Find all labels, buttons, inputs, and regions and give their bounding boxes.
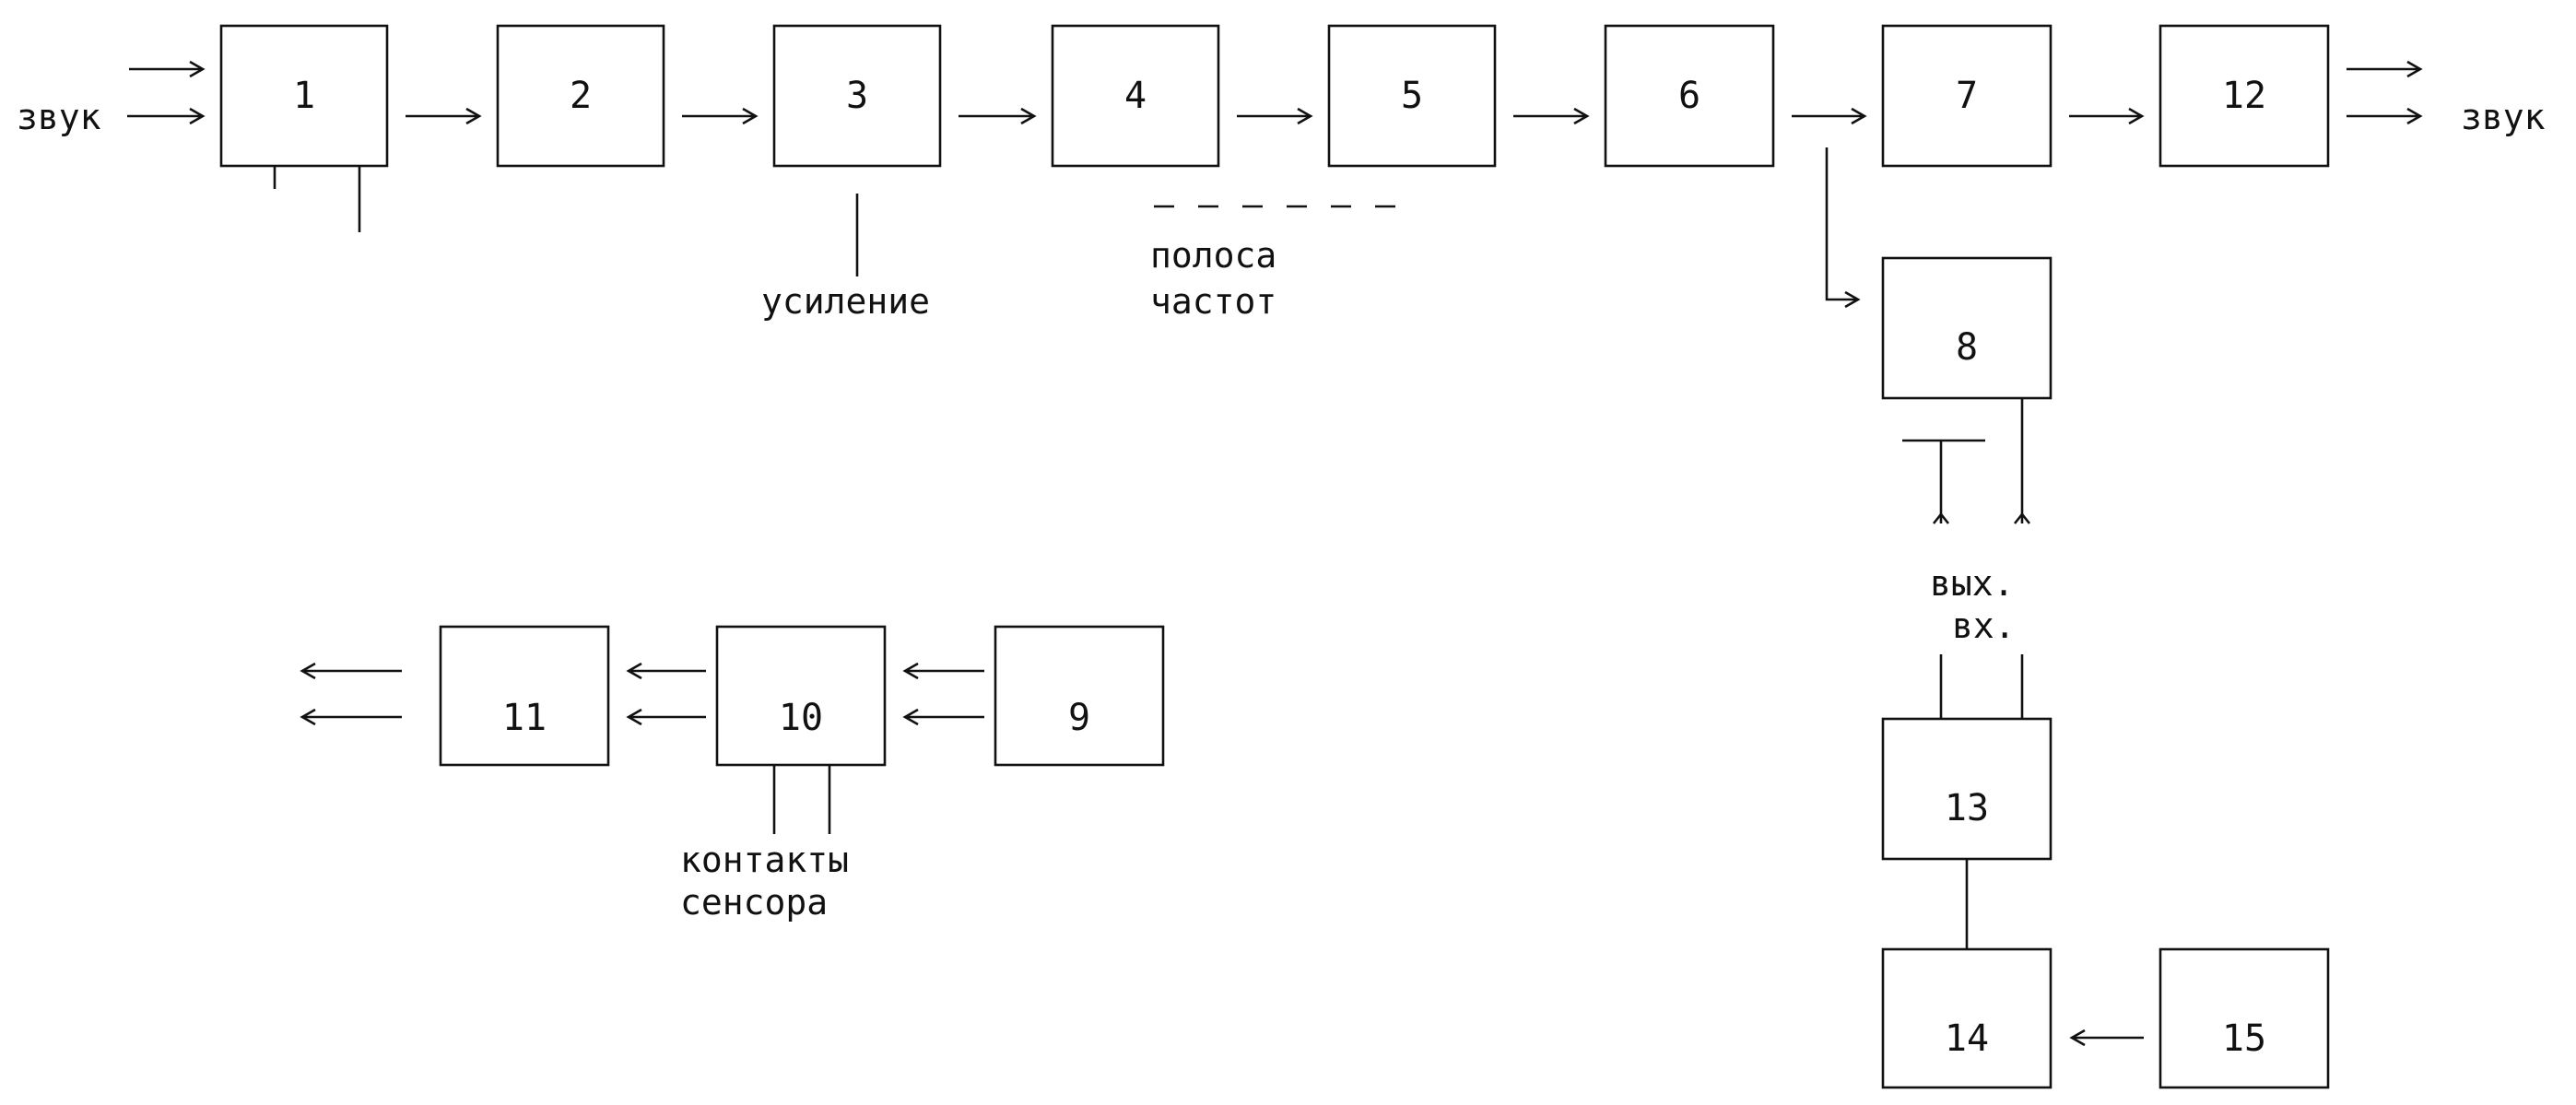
arrow-5-to-6 (1513, 109, 1587, 123)
sensor-contacts-label-line2: сенсора (680, 882, 828, 923)
block-9: 9 (995, 627, 1163, 765)
connector-8-out (1902, 441, 1985, 523)
block-3: 3 (774, 26, 940, 166)
sound-input-label: звук (17, 97, 101, 137)
sensor-contacts-label-line1: контакты (680, 840, 849, 880)
arrow-1-to-2 (406, 109, 479, 123)
arrow-7-to-12 (2069, 109, 2142, 123)
block-15-label: 15 (2222, 1017, 2266, 1060)
block-14: 14 (1883, 949, 2051, 1087)
block-8: 8 (1883, 258, 2051, 398)
block-14-label: 14 (1945, 1017, 1989, 1060)
block-13-label: 13 (1945, 787, 1989, 829)
block-6-label: 6 (1678, 75, 1700, 117)
gain-label: усиление (761, 281, 930, 322)
output-arrow-upper (2347, 62, 2420, 76)
block-13: 13 (1883, 719, 2051, 859)
block-15: 15 (2160, 949, 2328, 1087)
block-1: 1 (221, 26, 387, 166)
input-arrow-lower (127, 109, 203, 123)
frequency-band-label-line2: частот (1150, 281, 1276, 322)
arrow-9-to-10-lower (905, 710, 984, 724)
block-7-label: 7 (1956, 75, 1978, 117)
block-1-label: 1 (293, 75, 315, 117)
branch-arrow-6-to-8 (1827, 147, 1858, 307)
connector-8-in (2015, 398, 2029, 523)
output-label: вых. (1930, 563, 2015, 604)
block-4: 4 (1053, 26, 1218, 166)
block-5: 5 (1329, 26, 1495, 166)
block-4-label: 4 (1124, 75, 1147, 117)
block-7: 7 (1883, 26, 2051, 166)
arrow-2-to-3 (682, 109, 756, 123)
block-5-label: 5 (1401, 75, 1423, 117)
block-6: 6 (1606, 26, 1773, 166)
output-arrow-11-upper (302, 664, 402, 678)
block-10-label: 10 (779, 697, 823, 739)
block-12: 12 (2160, 26, 2328, 166)
input-label: вх. (1952, 605, 2016, 646)
output-arrow-lower (2347, 109, 2420, 123)
block-2: 2 (498, 26, 664, 166)
block-2-label: 2 (570, 75, 592, 117)
arrow-10-to-11-lower (629, 710, 706, 724)
block-12-label: 12 (2222, 75, 2266, 117)
block-10: 10 (717, 627, 885, 765)
arrow-3-to-4 (959, 109, 1034, 123)
arrow-9-to-10-upper (905, 664, 984, 678)
arrow-6-to-7 (1792, 109, 1864, 123)
arrow-4-to-5 (1237, 109, 1311, 123)
arrow-10-to-11-upper (629, 664, 706, 678)
block-8-label: 8 (1956, 326, 1978, 369)
block-9-label: 9 (1068, 697, 1090, 739)
output-arrow-11-lower (302, 710, 402, 724)
sound-output-label: звук (2461, 97, 2546, 137)
input-arrow-upper (129, 62, 203, 76)
block-3-label: 3 (846, 75, 868, 117)
block-11: 11 (441, 627, 608, 765)
frequency-band-label-line1: полоса (1150, 235, 1276, 276)
block-11-label: 11 (502, 697, 547, 739)
arrow-15-to-14 (2072, 1030, 2144, 1045)
